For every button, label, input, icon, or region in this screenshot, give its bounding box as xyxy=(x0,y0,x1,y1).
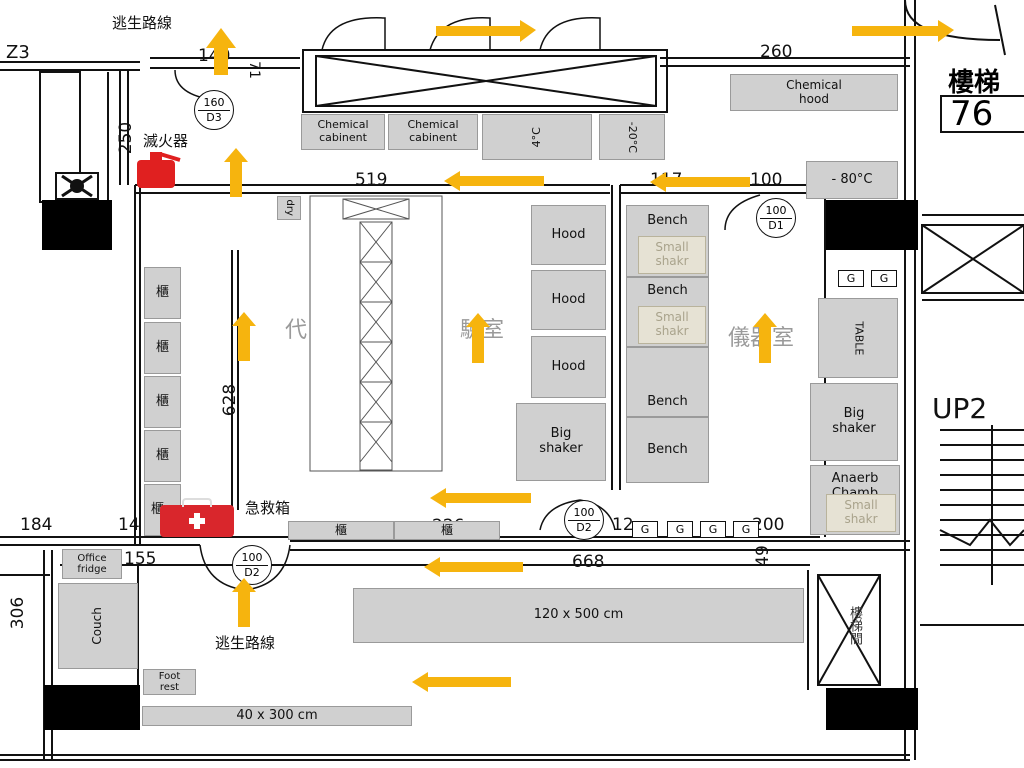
fridge-4c: 4°C xyxy=(482,114,592,160)
arrow-up-icon xyxy=(224,148,248,197)
fume-hood: Hood xyxy=(531,336,606,398)
fire-extinguisher-label: 滅火器 xyxy=(143,132,189,150)
cabinet: 櫃 xyxy=(288,521,394,540)
gas-outlet: G xyxy=(733,521,759,538)
dimension-label: 12 xyxy=(612,515,634,535)
arrow-left-icon xyxy=(412,672,511,692)
arrow-left-icon xyxy=(424,557,523,577)
large-table: 120 x 500 cm xyxy=(353,588,804,643)
small-shaker: Small shakr xyxy=(638,306,706,344)
couch: Couch xyxy=(58,583,138,669)
office-fridge: Office fridge xyxy=(62,549,122,579)
foot-rest: Foot rest xyxy=(143,669,196,695)
arrow-left-icon xyxy=(444,171,544,191)
chemical-cabinet: Chemical cabinent xyxy=(301,114,385,150)
freezer-minus-80c: - 80°C xyxy=(806,161,898,199)
first-aid-label: 急救箱 xyxy=(245,499,291,517)
stairs-number: 76 xyxy=(940,94,1024,134)
dimension-label: 668 xyxy=(572,552,605,572)
fire-extinguisher-icon xyxy=(137,152,181,188)
freezer-minus-20c: -20°C xyxy=(599,114,665,160)
dimension-label: 100 xyxy=(750,170,783,190)
dimension-label: 184 xyxy=(20,515,53,535)
dry-cabinet: dry xyxy=(277,196,301,220)
small-shaker: Small shakr xyxy=(638,236,706,274)
room-label: 代 xyxy=(285,318,308,343)
dimension-label: 14 xyxy=(118,515,140,535)
column xyxy=(826,688,918,730)
gas-outlet: G xyxy=(667,521,693,538)
arrow-right-icon xyxy=(436,20,536,42)
fume-hood: Hood xyxy=(531,205,606,265)
fume-hood: Hood xyxy=(531,270,606,330)
small-table: 40 x 300 cm xyxy=(142,706,412,726)
column xyxy=(42,200,112,250)
arrow-up-icon xyxy=(232,578,256,627)
arrow-up-icon xyxy=(232,312,256,361)
arrow-up-icon xyxy=(206,28,236,75)
cabinet: 櫃 xyxy=(394,521,500,540)
stairs-sign: 樓梯間 xyxy=(847,606,862,645)
arrow-up-icon xyxy=(466,313,490,363)
arrow-right-icon xyxy=(852,20,954,42)
chemical-cabinet: Chemical cabinent xyxy=(388,114,478,150)
ventilation-fan-icon xyxy=(55,172,99,200)
arrow-left-icon xyxy=(650,172,750,192)
gas-outlet: G xyxy=(700,521,726,538)
cabinet: 櫃 xyxy=(144,430,181,482)
stairs-up-label: UP2 xyxy=(932,392,988,425)
big-shaker: Big shaker xyxy=(810,383,898,461)
arrow-up-icon xyxy=(753,313,777,363)
dimension-label: 155 xyxy=(124,549,157,569)
column xyxy=(826,200,918,250)
dimension-label: 200 xyxy=(752,515,785,535)
escape-route-label: 逃生路線 xyxy=(215,634,276,652)
arrow-left-icon xyxy=(430,488,531,508)
bench: Bench xyxy=(626,417,709,483)
bench: Bench xyxy=(626,347,709,417)
cabinet: 櫃 xyxy=(144,322,181,374)
gas-outlet: G xyxy=(632,521,658,538)
corner-label: Z3 xyxy=(6,42,30,63)
cabinet: 櫃 xyxy=(144,376,181,428)
stairs-title: 樓梯 xyxy=(948,68,1001,98)
table: TABLE xyxy=(818,298,898,378)
escape-route-label: 逃生路線 xyxy=(112,14,173,32)
first-aid-kit-icon xyxy=(160,498,234,537)
big-shaker: Big shaker xyxy=(516,403,606,481)
dimension-label: 519 xyxy=(355,170,388,190)
gas-outlet: G xyxy=(838,270,864,287)
small-shaker: Small shakr xyxy=(826,494,896,532)
chemical-hood: Chemical hood xyxy=(730,74,898,111)
dimension-label: 260 xyxy=(760,42,793,62)
gas-outlet: G xyxy=(871,270,897,287)
column xyxy=(44,685,140,730)
cabinet: 櫃 xyxy=(144,267,181,319)
